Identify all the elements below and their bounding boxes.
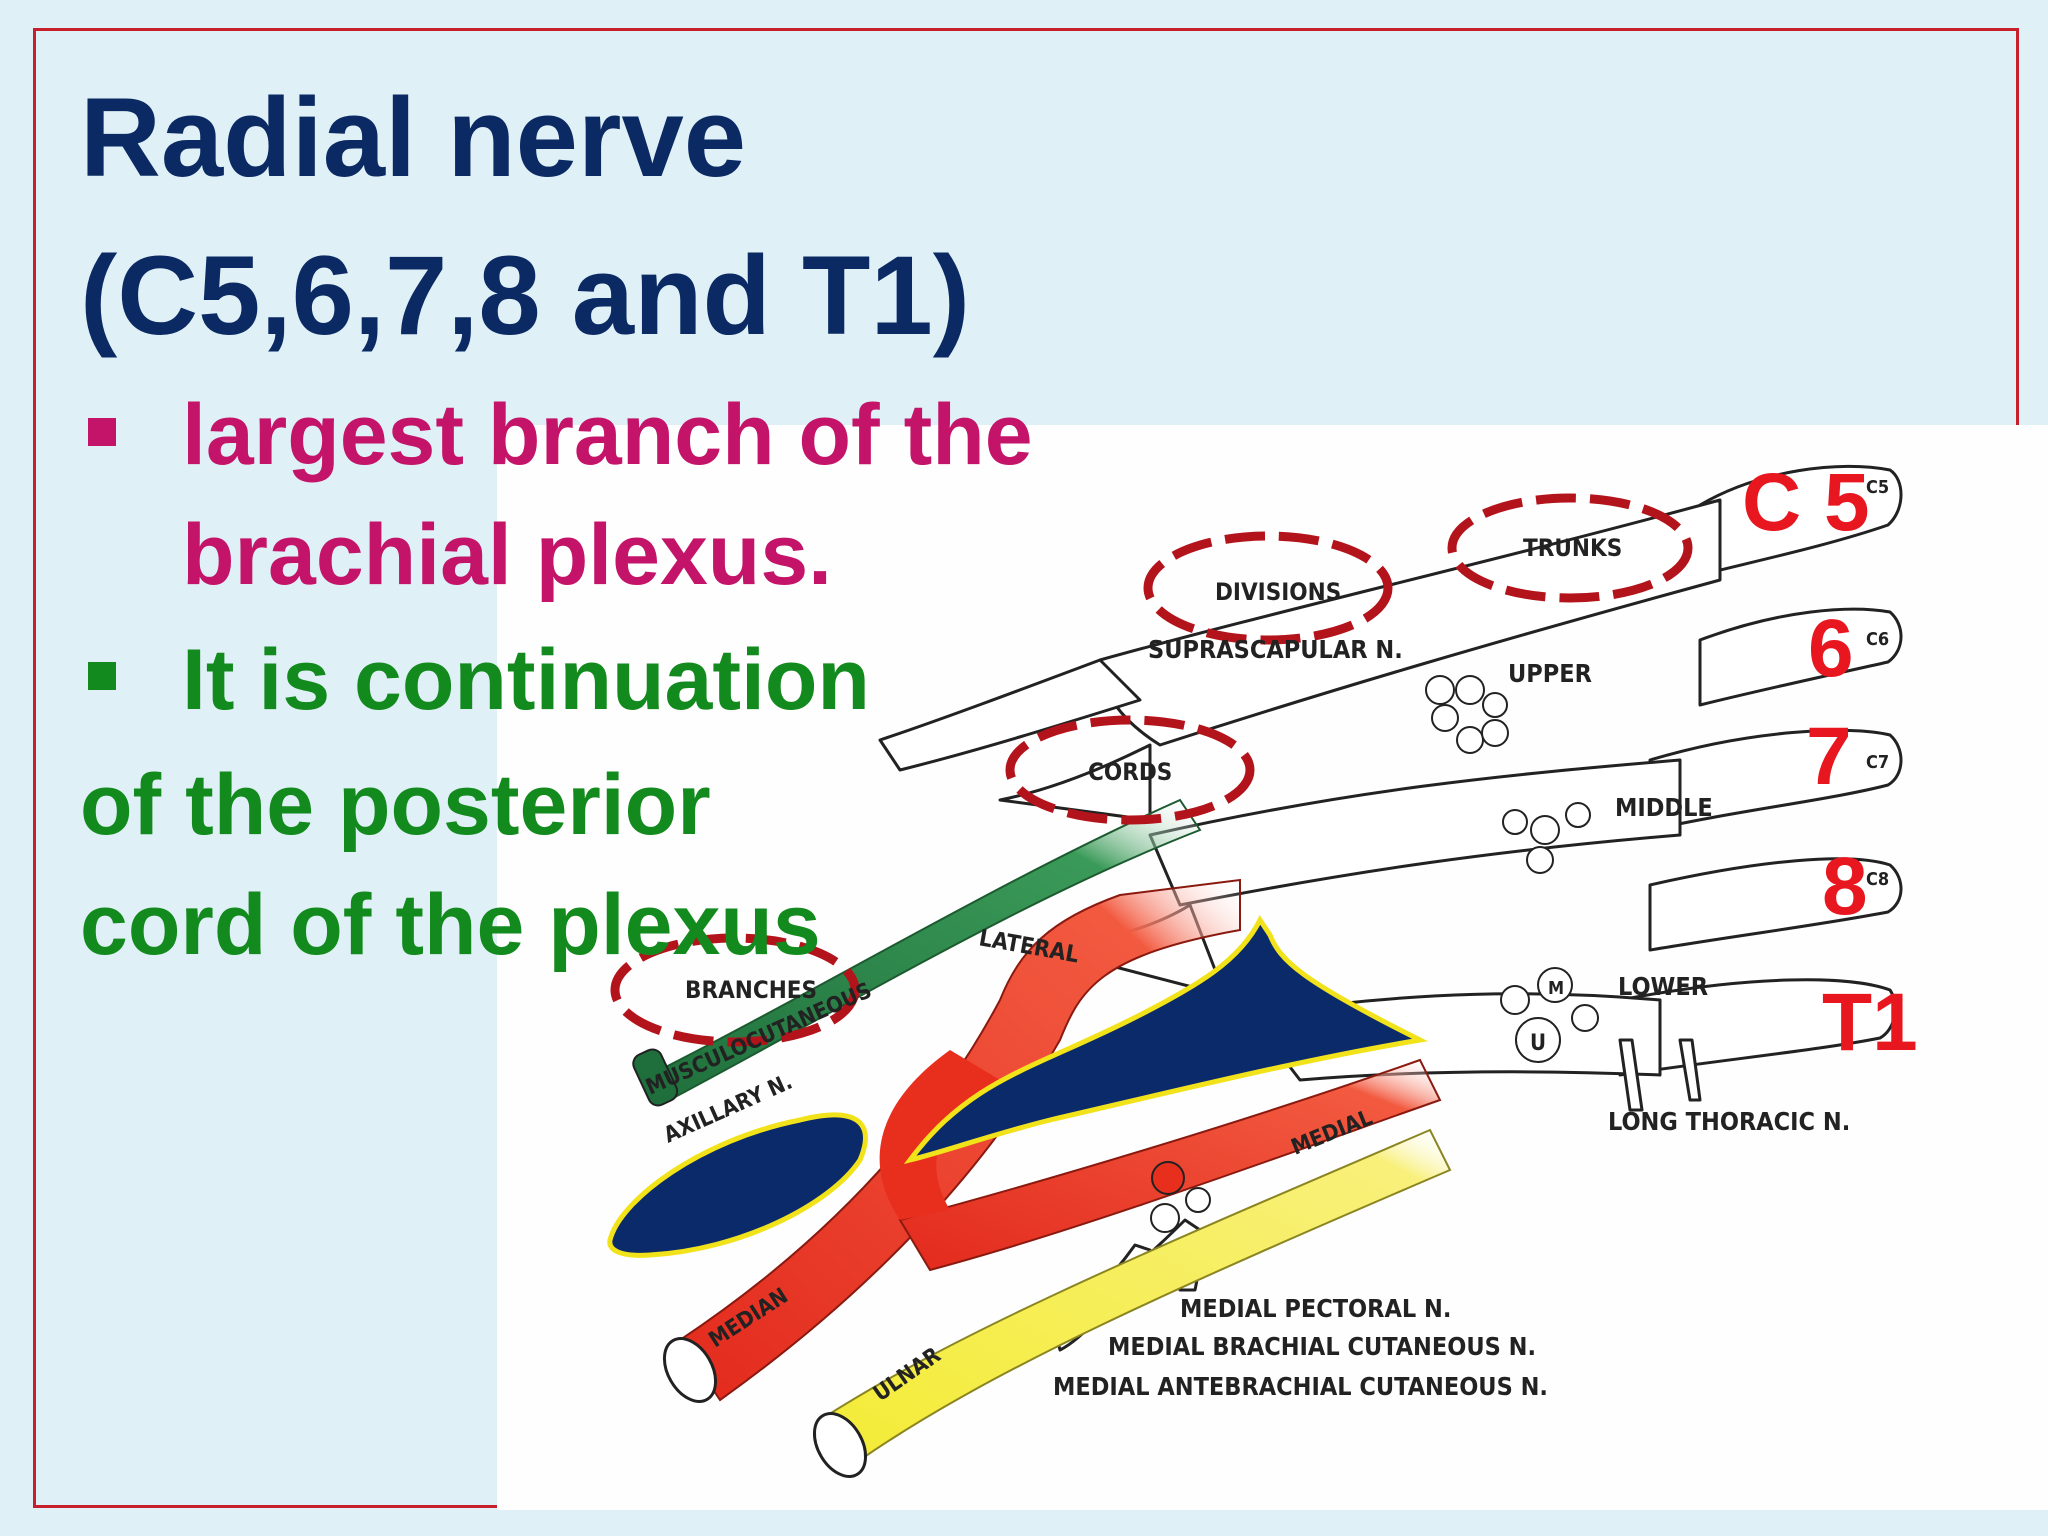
label-cords: CORDS xyxy=(1088,758,1172,786)
bullet2-line1: It is continuation xyxy=(182,632,870,728)
bullet1-line1: largest branch of the xyxy=(182,387,1033,483)
label-divisions: DIVISIONS xyxy=(1215,578,1341,606)
label-medial-antebrachial: MEDIAL ANTEBRACHIAL CUTANEOUS N. xyxy=(1053,1372,1548,1401)
posterior-cord-highlight xyxy=(607,915,1428,1258)
slide-title-line2: (C5,6,7,8 and T1) xyxy=(80,233,971,358)
plexus-outline xyxy=(878,464,1903,1352)
label-trunks: TRUNKS xyxy=(1523,534,1622,562)
label-branches: BRANCHES xyxy=(685,976,817,1004)
label-medial-brachial: MEDIAL BRACHIAL CUTANEOUS N. xyxy=(1108,1332,1536,1361)
label-suprascapular: SUPRASCAPULAR N. xyxy=(1148,635,1403,664)
tag-c5: C5 xyxy=(1866,477,1889,498)
label-lower: LOWER xyxy=(1618,972,1708,1001)
root-label-8: 8 xyxy=(1822,841,1868,932)
trunk-branch-circles xyxy=(1150,675,1599,1233)
root-label-t1: T1 xyxy=(1822,977,1918,1068)
cords-ellipse xyxy=(1005,715,1255,825)
bullet2-line2: of the posterior xyxy=(80,757,711,853)
label-middle: MIDDLE xyxy=(1615,793,1713,822)
label-long-thoracic: LONG THORACIC N. xyxy=(1608,1107,1850,1136)
bullet2-line3: cord of the plexus xyxy=(80,877,821,973)
radial-axillary-end xyxy=(607,1112,868,1258)
root-label-7: 7 xyxy=(1806,711,1852,802)
trunks-ellipse xyxy=(1447,493,1693,603)
lateral-cord xyxy=(638,798,1202,1107)
bullet1-line2: brachial plexus. xyxy=(182,507,833,603)
root-label-c5: C 5 xyxy=(1742,457,1870,548)
tag-c7: C7 xyxy=(1866,752,1889,773)
circle-letter-m: M xyxy=(1548,978,1564,999)
ulnar-nerve xyxy=(818,1128,1452,1462)
root-label-6: 6 xyxy=(1808,603,1854,694)
circle-letter-u: U xyxy=(1530,1031,1546,1056)
label-upper: UPPER xyxy=(1508,659,1592,688)
divisions-ellipse xyxy=(1143,531,1393,645)
posterior-cord xyxy=(903,915,1428,1165)
label-medial-pectoral: MEDIAL PECTORAL N. xyxy=(1180,1294,1451,1323)
bullet-square-icon xyxy=(88,662,116,690)
tag-c8: C8 xyxy=(1866,869,1889,890)
dashed-region-ellipses xyxy=(610,493,1693,1047)
slide-title-line1: Radial nerve xyxy=(80,75,747,200)
tag-c6: C6 xyxy=(1866,629,1889,650)
branches-ellipse xyxy=(610,933,860,1047)
bullet-square-icon xyxy=(88,418,116,446)
